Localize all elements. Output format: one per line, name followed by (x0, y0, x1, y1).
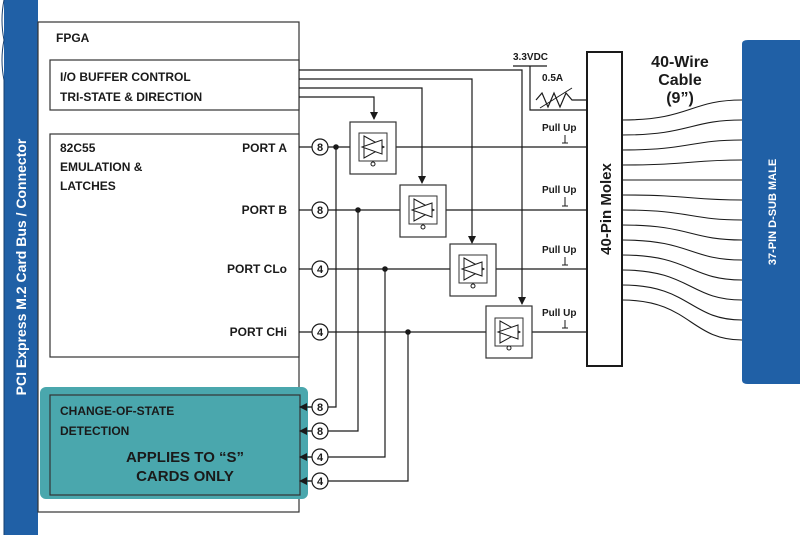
cos-input-arrows (299, 403, 312, 485)
emulation-box (49, 133, 300, 358)
pci-bus-connector: PCI Express M.2 Card Bus / Connector (1, 0, 38, 535)
change-of-state-block: CHANGE-OF-STATE DETECTION APPLIES TO “S”… (40, 387, 308, 499)
tristate-buffer-a (349, 121, 397, 175)
io-buffer-line1: I/O BUFFER CONTROL (60, 70, 191, 84)
pullup-label-chi: Pull Up (542, 308, 576, 319)
pullup-label-clo: Pull Up (542, 245, 576, 256)
cos-note1: APPLIES TO “S” (126, 449, 244, 466)
molex-connector: 40-Pin Molex (586, 51, 623, 367)
cable-line2: Cable (658, 72, 702, 89)
port-b-width: 8 (317, 205, 323, 217)
power-fuse: 3.3VDC 0.5A (513, 52, 587, 109)
power-voltage: 3.3VDC (513, 52, 548, 63)
io-buffer-box (49, 59, 300, 111)
cos-line1: CHANGE-OF-STATE (60, 404, 174, 418)
port-clo-label: PORT CLo (227, 262, 287, 276)
emulation-line3: LATCHES (60, 179, 116, 193)
io-buffer-line2: TRI-STATE & DIRECTION (60, 90, 202, 104)
emulation-line1: 82C55 (60, 141, 96, 155)
cable-wires (621, 99, 743, 341)
tristate-buffer-clo (449, 243, 497, 297)
port-b-label: PORT B (242, 203, 288, 217)
cos-input-width-2: 8 (317, 426, 323, 438)
cable-line1: 40-Wire (651, 54, 709, 71)
cos-input-width-4: 4 (317, 476, 324, 488)
port-chi-width: 4 (317, 327, 324, 339)
port-a-label: PORT A (242, 141, 287, 155)
molex-label: 40-Pin Molex (598, 163, 615, 255)
cos-input-width-3: 4 (317, 452, 324, 464)
pullup-label-a: Pull Up (542, 123, 576, 134)
port-a-width: 8 (317, 142, 323, 154)
cos-input-width-1: 8 (317, 402, 323, 414)
dsub-label: 37-PIN D-SUB MALE (767, 159, 779, 265)
junction-dots (333, 144, 411, 335)
pullup-label-b: Pull Up (542, 185, 576, 196)
cable-line3: (9”) (666, 90, 694, 107)
cable-label: 40-Wire Cable (9”) (651, 54, 709, 107)
cos-note2: CARDS ONLY (136, 468, 234, 485)
pull-ups: Pull Up Pull Up Pull Up Pull Up (542, 123, 576, 329)
dsub-connector: 37-PIN D-SUB MALE (742, 40, 800, 384)
fpga-label: FPGA (56, 31, 90, 45)
port-chi-label: PORT CHi (230, 325, 287, 339)
cos-width-badges: 8 8 4 4 (311, 398, 329, 490)
cos-line2: DETECTION (60, 424, 129, 438)
fuse-rating: 0.5A (542, 73, 563, 84)
port-width-badges: 8 8 4 4 (311, 138, 329, 341)
emulation-line2: EMULATION & (60, 160, 143, 174)
tristate-buffer-chi (485, 305, 533, 359)
bus-label: PCI Express M.2 Card Bus / Connector (13, 138, 29, 395)
tristate-buffer-b (399, 184, 447, 238)
port-clo-width: 4 (317, 264, 324, 276)
